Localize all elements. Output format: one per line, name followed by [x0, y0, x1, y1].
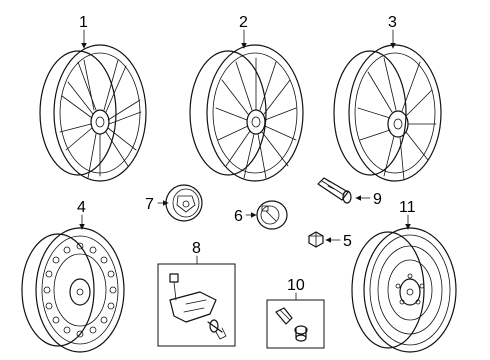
callout-3: 3 — [388, 14, 397, 31]
callout-8: 8 — [192, 240, 201, 257]
callout-1: 1 — [79, 14, 88, 31]
callout-7: 7 — [145, 196, 154, 213]
callout-2: 2 — [239, 14, 248, 31]
wheel-4-steel — [21, 227, 125, 353]
wheel-3-alloy — [333, 44, 442, 182]
part-6-center-cap — [256, 200, 288, 230]
part-7-center-cap — [165, 184, 203, 222]
callout-10: 10 — [287, 277, 305, 294]
callout-5: 5 — [343, 233, 352, 250]
wheel-1-alloy — [39, 44, 147, 182]
part-8-tpms-sensor — [169, 273, 227, 340]
part-10-valve-stem — [275, 307, 308, 342]
part-8-box — [157, 263, 236, 347]
part-9-lug-bolt — [317, 177, 352, 204]
callout-6: 6 — [234, 208, 243, 225]
wheel-2-multispoke — [189, 44, 304, 182]
callout-11: 11 — [399, 199, 416, 216]
steel-wheel-vent-holes — [43, 242, 117, 338]
part-10-box — [266, 299, 325, 349]
wheel-11-spare — [351, 227, 457, 353]
callout-9: 9 — [373, 191, 382, 208]
callout-4: 4 — [77, 199, 86, 216]
part-5-lug-nut — [308, 231, 324, 248]
